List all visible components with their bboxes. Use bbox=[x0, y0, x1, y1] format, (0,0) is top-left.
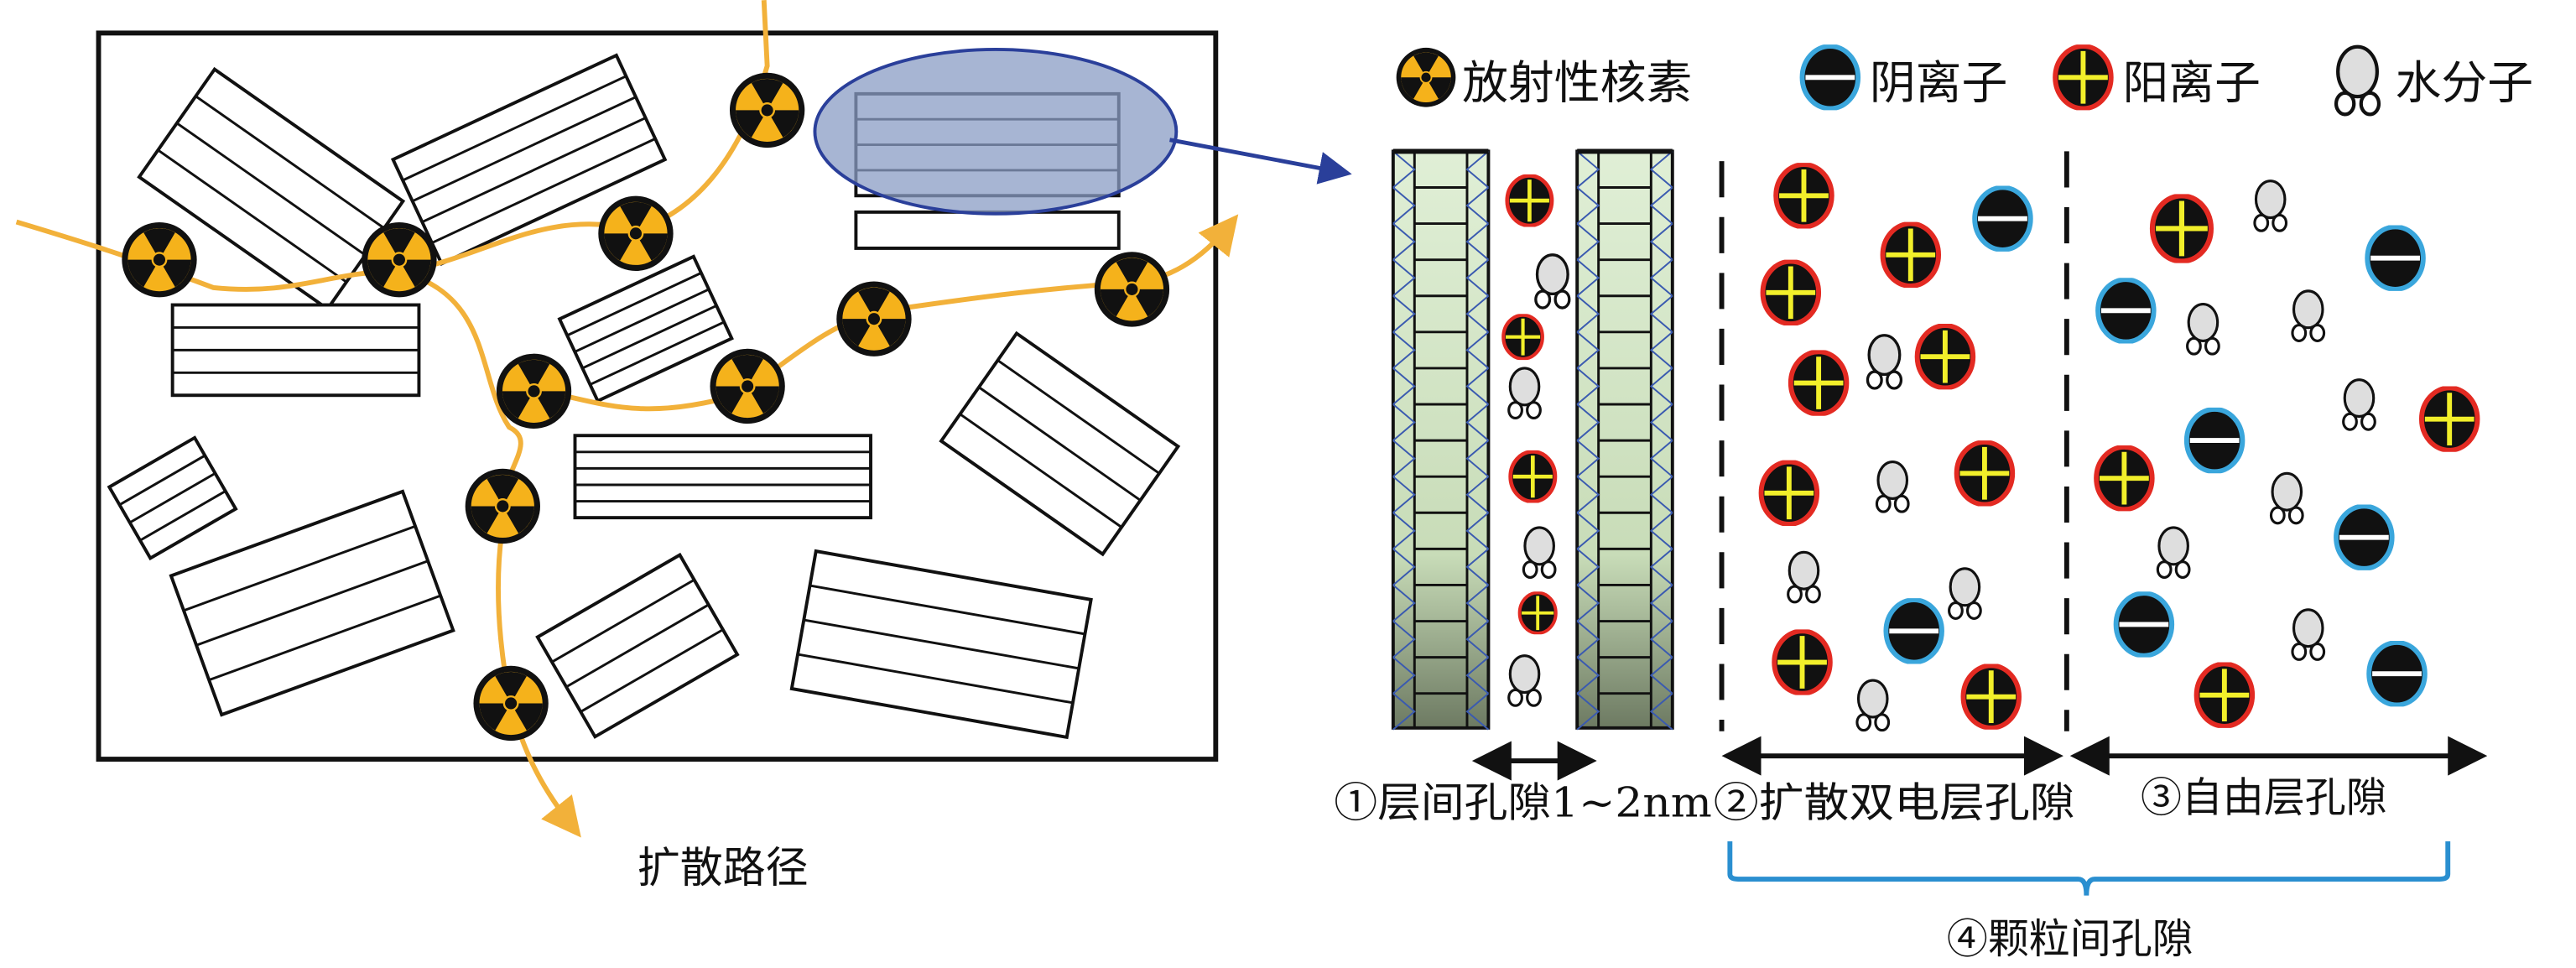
water-molecule-icon bbox=[1948, 567, 1982, 620]
nuclide-icon bbox=[836, 281, 912, 356]
cation-icon bbox=[1918, 325, 1974, 388]
water-molecule-icon bbox=[2342, 378, 2376, 431]
anion-icon bbox=[2336, 506, 2392, 568]
water-molecule-icon bbox=[1507, 367, 1542, 420]
nuclide-icon bbox=[122, 222, 197, 298]
water-molecule-icon bbox=[1534, 253, 1571, 310]
clay-particle bbox=[107, 435, 238, 561]
legend: 放射性核素 阴离子 阳离子 水分子 bbox=[1396, 46, 2533, 115]
zoom-arrow bbox=[1169, 138, 1352, 185]
label-double-layer-pore: ②扩散双电层孔隙 bbox=[1714, 779, 2075, 827]
water-molecule-icon bbox=[2291, 289, 2326, 342]
cation-icon bbox=[1503, 315, 1543, 359]
clay-layer bbox=[1575, 148, 1674, 731]
legend-anion: 阴离子 bbox=[1870, 56, 2008, 110]
cation-icon bbox=[1776, 164, 1832, 226]
nuclide-icon bbox=[362, 222, 437, 298]
water-molecule-icon bbox=[1787, 550, 1821, 604]
clay-particle bbox=[170, 303, 421, 398]
water-molecule-icon bbox=[2156, 526, 2191, 580]
anion-icon bbox=[1975, 187, 2031, 249]
anion-icon bbox=[2367, 226, 2423, 289]
nuclide-icon bbox=[598, 195, 674, 271]
water-molecule-icon bbox=[1855, 679, 1891, 732]
cation-icon bbox=[2152, 195, 2211, 261]
anion-icon bbox=[2098, 279, 2154, 341]
label-interparticle-pore: ④颗粒间孔隙 bbox=[1947, 915, 2194, 963]
clay-particle bbox=[854, 210, 1121, 250]
cation-icon bbox=[2055, 46, 2111, 108]
clay-particle bbox=[557, 254, 734, 403]
nuclide-icon bbox=[473, 665, 549, 742]
zoom-ellipse bbox=[813, 48, 1179, 216]
cation-icon bbox=[1963, 665, 2019, 727]
anion-icon bbox=[1886, 600, 1942, 662]
nuclide-icon bbox=[729, 72, 805, 148]
clay-particle bbox=[390, 53, 668, 266]
water-molecule-icon bbox=[2186, 302, 2220, 356]
cation-icon bbox=[1507, 175, 1552, 226]
anion-icon bbox=[2187, 409, 2243, 471]
nuclide-icon bbox=[496, 353, 572, 429]
cation-icon bbox=[1762, 462, 1818, 524]
anion-icon bbox=[2369, 643, 2425, 705]
legend-cation: 阳离子 bbox=[2122, 56, 2260, 110]
cation-icon bbox=[1517, 591, 1558, 635]
cation-icon bbox=[1511, 451, 1555, 502]
clay-layers bbox=[1391, 148, 1674, 731]
cation-icon bbox=[1774, 631, 1830, 693]
clay-particle bbox=[535, 552, 740, 739]
left-panel: 扩散路径 bbox=[15, 0, 1352, 893]
cation-icon bbox=[2096, 447, 2152, 509]
anion-icon bbox=[2116, 593, 2173, 655]
label-interlayer-pore: ①层间孔隙1~2nm bbox=[1334, 779, 1711, 827]
label-free-layer-pore: ③自由层孔隙 bbox=[2141, 774, 2387, 822]
cation-icon bbox=[2197, 664, 2253, 726]
water-molecule-icon bbox=[2291, 608, 2326, 661]
clay-particles bbox=[107, 53, 1181, 740]
water-molecule-icon bbox=[1507, 654, 1542, 707]
legend-nuclide: 放射性核素 bbox=[1462, 56, 1692, 110]
nuclide-icon bbox=[1094, 252, 1170, 327]
water-molecule-icon bbox=[2253, 180, 2288, 232]
clay-particle bbox=[789, 549, 1093, 740]
clay-particle bbox=[939, 330, 1181, 557]
clay-layer bbox=[1391, 148, 1491, 731]
nuclide-icon bbox=[710, 348, 785, 424]
water-molecule-icon bbox=[2269, 471, 2304, 525]
water-molecule-icon bbox=[1522, 526, 1557, 580]
cation-icon bbox=[1882, 224, 1939, 286]
cation-icon bbox=[2422, 388, 2478, 450]
water-molecule-icon bbox=[2336, 47, 2379, 115]
cation-icon bbox=[1763, 262, 1819, 324]
cation-icon bbox=[1957, 442, 2013, 504]
nuclide-icon bbox=[1396, 47, 1456, 107]
right-panel: ①层间孔隙1~2nm ②扩散双电层孔隙 ③自由层孔隙 ④颗粒间孔隙 bbox=[1334, 148, 2488, 963]
diffusion-path-label: 扩散路径 bbox=[637, 844, 809, 893]
clay-particle bbox=[169, 489, 455, 717]
water-molecule-icon bbox=[1866, 334, 1903, 390]
cation-icon bbox=[1791, 351, 1847, 414]
clay-particle bbox=[573, 434, 872, 520]
nuclide-icon bbox=[465, 468, 540, 544]
anion-icon bbox=[1803, 46, 1859, 108]
legend-water: 水分子 bbox=[2396, 56, 2533, 110]
water-molecule-icon bbox=[1875, 460, 1910, 513]
interparticle-brace bbox=[1727, 840, 2451, 896]
